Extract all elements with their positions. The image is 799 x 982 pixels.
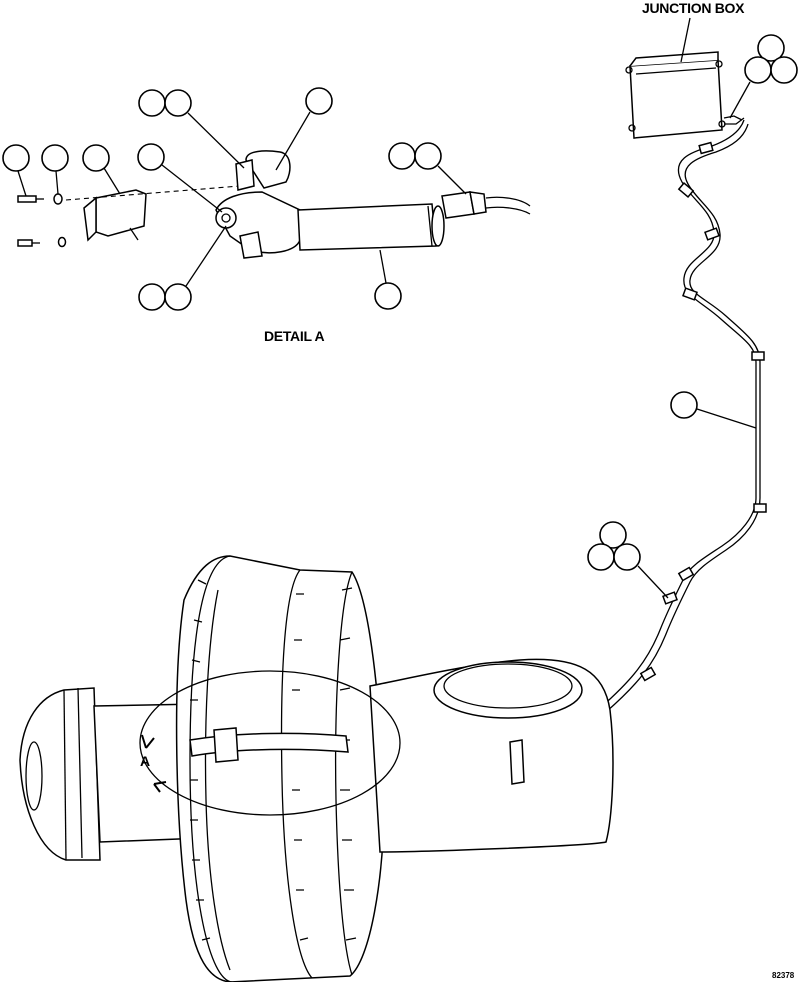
callouts: [2, 34, 798, 599]
callout-bubble: [164, 89, 192, 117]
figure-code: 82378: [772, 971, 795, 980]
callout-bubble: [388, 142, 416, 170]
callout-leader: [161, 164, 223, 213]
callout-bubble: [744, 56, 772, 84]
callout-leader: [437, 165, 467, 195]
callout-leader: [275, 111, 311, 171]
callout-bubble: [137, 143, 165, 171]
callout-bubble: [305, 87, 333, 115]
callout-bubble: [374, 282, 402, 310]
callout-bubble: [587, 543, 615, 571]
callout-leader: [17, 170, 27, 197]
callout-leader: [103, 167, 121, 195]
callout-bubble: [670, 391, 698, 419]
axle-assembly: [19, 555, 614, 982]
callout-bubble: [82, 144, 110, 172]
callout-bubble: [164, 283, 192, 311]
callout-bubble: [138, 89, 166, 117]
junction-box: [625, 51, 745, 139]
callout-leader: [185, 225, 227, 287]
callout-bubble: [613, 543, 641, 571]
callout-bubble: [757, 34, 785, 62]
callout-bubble: [138, 283, 166, 311]
callout-leader: [379, 249, 387, 284]
callout-leader: [55, 170, 59, 195]
callout-leader: [696, 408, 757, 429]
junction-box-leader: [680, 17, 691, 63]
detail-a-label: DETAIL A: [264, 328, 325, 344]
callout-bubble: [414, 142, 442, 170]
callout-bubble: [599, 521, 627, 549]
callout-bubble: [2, 144, 30, 172]
callout-bubble: [770, 56, 798, 84]
callout-leader: [729, 81, 751, 119]
callout-leader: [637, 565, 669, 599]
view-a-marker: A: [140, 753, 150, 769]
callout-bubble: [41, 144, 69, 172]
junction-box-label: JUNCTION BOX: [642, 0, 745, 16]
callout-leader: [187, 112, 245, 169]
harness-cable: [519, 119, 767, 773]
detail-a-assembly: [17, 150, 531, 259]
